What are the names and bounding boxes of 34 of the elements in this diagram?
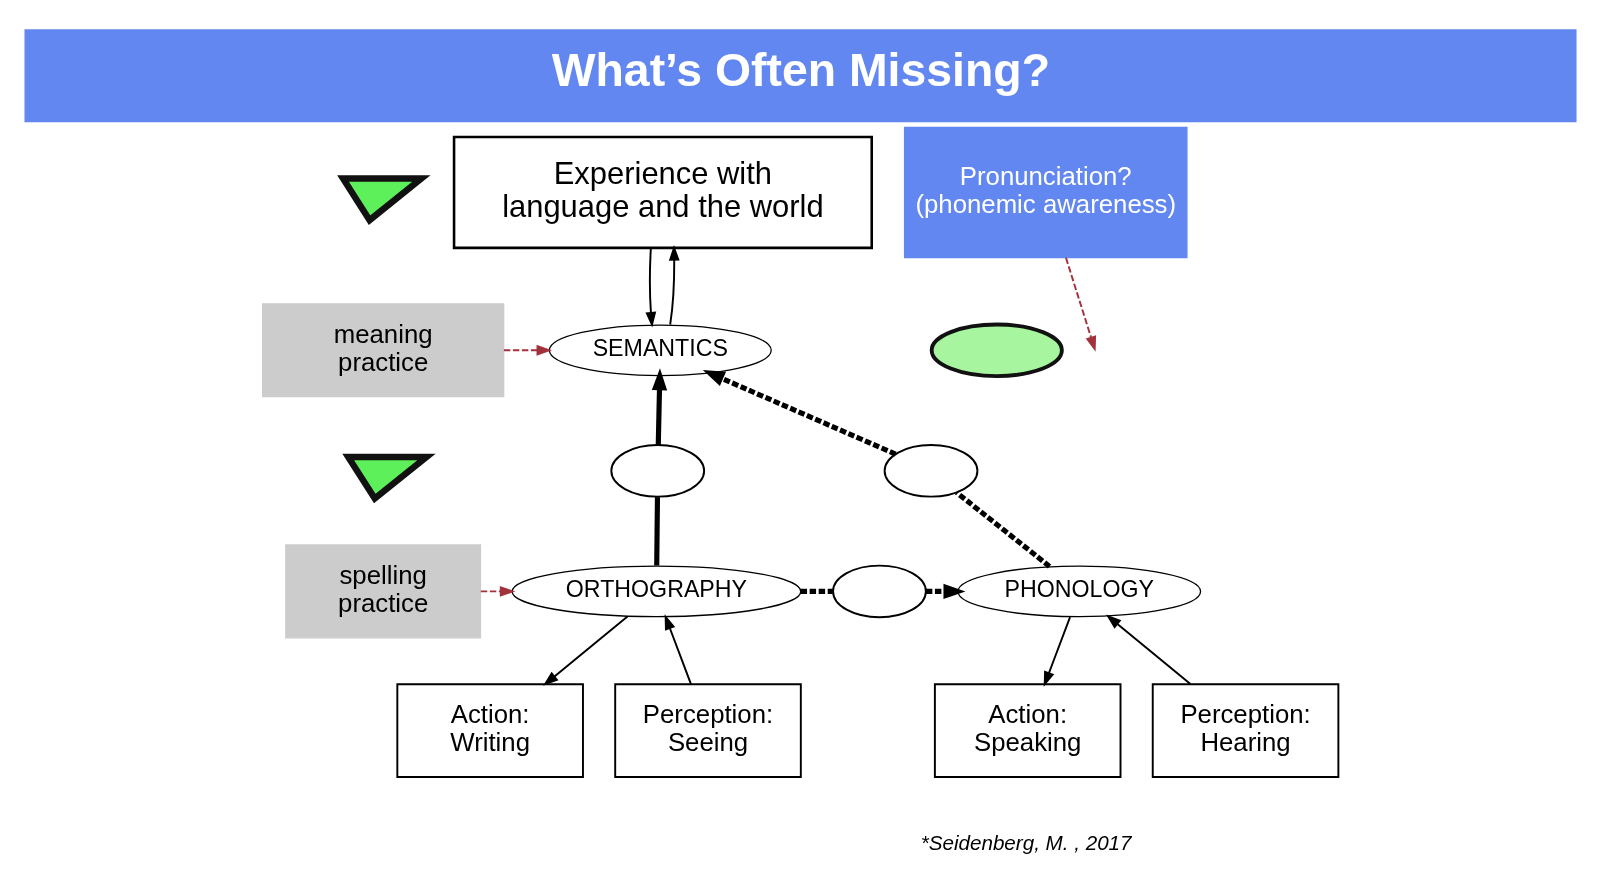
node-ellipse: PHONOLOGY [956,564,1201,617]
node-box: Perception: Seeing [613,682,802,778]
node-box: Action: Writing [395,682,584,778]
arrow [1043,615,1071,687]
caption: *Seidenberg, M. , 2017 [920,830,1132,854]
node-box: Perception: Hearing [1151,682,1339,778]
arrow [644,246,656,327]
arrow [502,344,552,356]
node-circle [831,564,927,618]
arrow [479,585,515,597]
node-circle [609,443,705,498]
arrow [542,615,628,686]
node-circle [929,322,1064,378]
connector [954,489,1051,568]
node-ellipse: ORTHOGRAPHY [511,564,801,617]
arrow [1064,256,1096,352]
arrow [1105,614,1191,685]
node-box: Pronunciation? (phonemic awareness) [903,126,1188,258]
node-box: Experience with language and the world [452,135,873,249]
node-circle [883,443,978,498]
node-box: meaning practice [261,302,504,397]
arrow [702,369,897,456]
arrow [668,244,680,325]
node-picture [336,174,430,225]
diagram-title: What’s Often Missing? [551,43,1050,96]
connector [800,588,833,594]
arrow [664,613,692,685]
arrow [651,367,667,445]
node-ellipse: SEMANTICS [548,323,772,376]
node-picture [341,453,436,503]
node-box: spelling practice [284,543,481,638]
node-box: Action: Speaking [933,682,1121,778]
arrow [925,583,965,599]
connector [653,496,660,566]
